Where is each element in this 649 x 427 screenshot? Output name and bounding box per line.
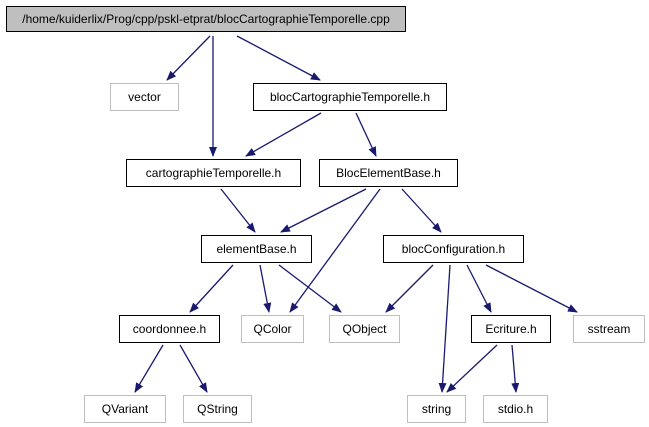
node-box [383,235,524,263]
node-box [319,159,458,187]
node-box [471,315,551,343]
node-box [253,83,447,111]
node-box [110,83,179,111]
edge-blocElemBaseH-to-elemBaseH [280,188,367,233]
edges [134,35,578,393]
node-blocElemBaseH[interactable]: BlocElementBase.h [319,159,458,187]
edge-root-to-vector [166,35,211,81]
node-label: QVariant [102,402,149,416]
node-qobject: QObject [329,315,400,343]
node-label: sstream [588,322,631,336]
node-label: string [422,402,451,416]
node-label: /home/kuiderlix/Prog/cpp/pskl-etprat/blo… [22,12,390,26]
node-label: BlocElementBase.h [336,166,441,180]
node-box [483,395,548,423]
edge-root-to-blocCartoH [236,35,321,81]
node-blocConfigH[interactable]: blocConfiguration.h [383,235,524,263]
edge-blocCartoH-to-cartoH [245,112,322,157]
edge-coordH-to-qstring [179,344,208,393]
edge-cartoH-to-elemBaseH [220,188,256,233]
node-label: blocConfiguration.h [402,242,505,256]
node-qstring: QString [183,395,252,423]
node-label: Ecriture.h [485,322,536,336]
edge-blocElemBaseH-to-blocConfigH [401,188,442,233]
edge-blocConfigH-to-sstream [485,264,578,313]
node-box [407,395,466,423]
node-box [573,315,645,343]
node-stdio: stdio.h [483,395,548,423]
node-box [6,6,406,32]
node-label: blocCartographieTemporelle.h [270,90,430,104]
node-label: coordonnee.h [133,322,206,336]
node-box [241,315,304,343]
node-string: string [407,395,466,423]
node-box [183,395,252,423]
node-box [329,315,400,343]
node-root[interactable]: /home/kuiderlix/Prog/cpp/pskl-etprat/blo… [6,6,406,32]
edge-blocElemBaseH-to-qcolor [289,188,381,313]
node-coordH[interactable]: coordonnee.h [119,315,220,343]
nodes: /home/kuiderlix/Prog/cpp/pskl-etprat/blo… [6,6,645,423]
edge-ecritureH-to-string [446,344,498,393]
node-label: QObject [342,322,387,336]
node-qvariant: QVariant [84,395,166,423]
node-vector: vector [110,83,179,111]
node-label: cartographieTemporelle.h [146,166,281,180]
node-label: QColor [253,322,291,336]
node-label: stdio.h [498,402,533,416]
node-label: elementBase.h [216,242,296,256]
node-label: QString [197,402,238,416]
edge-elemBaseH-to-qcolor [259,264,272,313]
node-box [119,315,220,343]
edge-blocConfigH-to-string [438,264,451,393]
edge-blocConfigH-to-ecritureH [466,264,492,313]
node-box [126,159,301,187]
node-box [201,235,312,263]
edge-elemBaseH-to-coordH [189,264,234,313]
edge-coordH-to-qvariant [134,344,164,393]
edge-blocCartoH-to-blocElemBaseH [355,112,377,157]
node-sstream: sstream [573,315,645,343]
node-label: vector [128,90,161,104]
edge-elemBaseH-to-qobject [278,264,342,313]
node-blocCartoH[interactable]: blocCartographieTemporelle.h [253,83,447,111]
node-box [84,395,166,423]
node-ecritureH[interactable]: Ecriture.h [471,315,551,343]
node-qcolor: QColor [241,315,304,343]
node-cartoH[interactable]: cartographieTemporelle.h [126,159,301,187]
node-elemBaseH[interactable]: elementBase.h [201,235,312,263]
edge-ecritureH-to-stdio [511,344,520,393]
edge-blocConfigH-to-qobject [385,264,434,313]
